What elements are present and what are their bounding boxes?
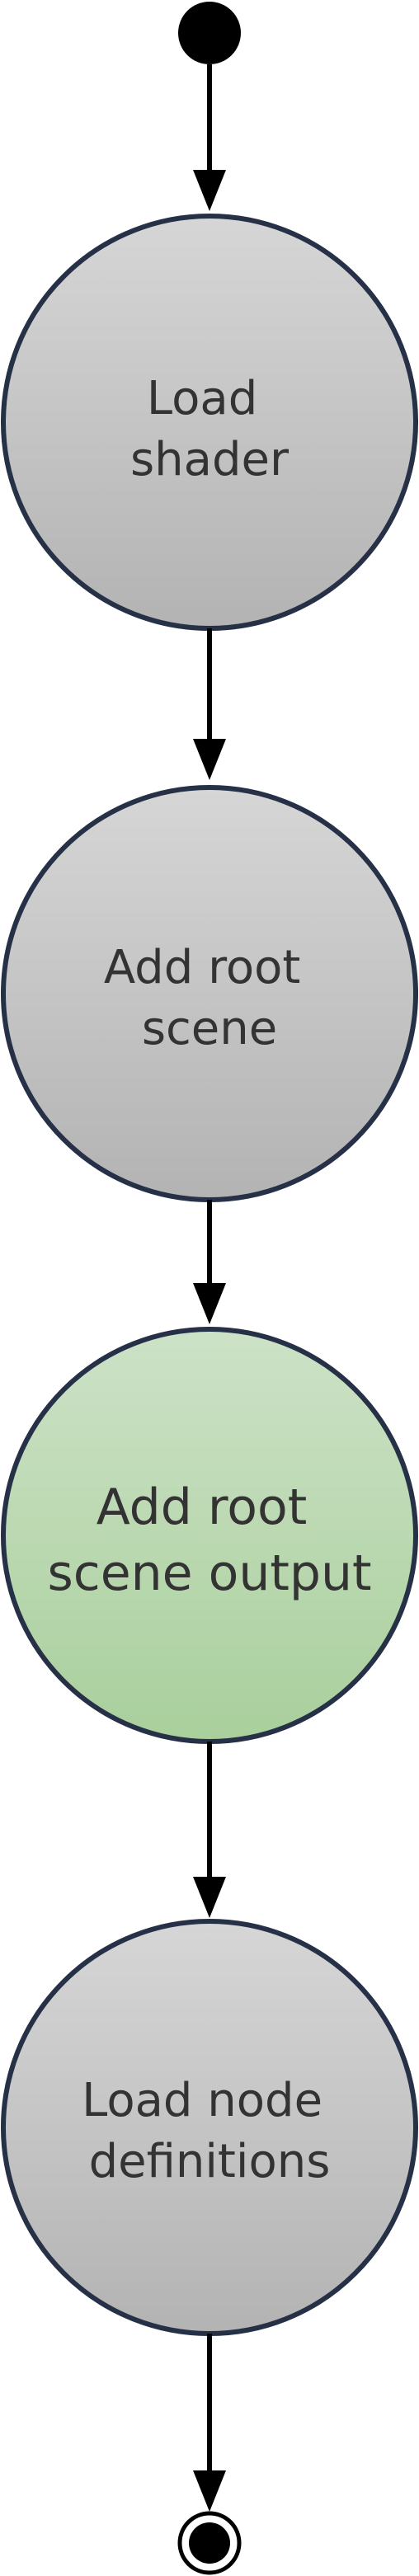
end-node <box>177 2511 242 2575</box>
node-label-line: Load node <box>82 2074 322 2127</box>
arrow-add-root-scene-output-to-load-node-definitions <box>193 1742 226 1918</box>
arrow-start-to-load-shader <box>193 64 226 211</box>
node-label-line: scene output <box>47 1544 371 1602</box>
node-add-root-scene-output: Add root scene output <box>1 1327 418 1744</box>
node-add-root-scene: Add root scene <box>1 785 418 1202</box>
node-label-line: Add root <box>104 941 301 994</box>
node-label-line: Load <box>147 372 257 425</box>
svg-text:Add root scene: Add root scene <box>104 941 315 1055</box>
arrow-load-shader-to-add-root-scene <box>193 628 226 780</box>
node-label-line: definitions <box>89 2135 331 2188</box>
arrow-load-node-definitions-to-end <box>193 2334 226 2512</box>
node-load-node-definitions: Load node definitions <box>1 1919 418 2336</box>
node-label-line: shader <box>130 433 290 487</box>
node-label-line: scene <box>142 1002 277 1055</box>
svg-text:Load node definitions: Load node definitions <box>82 2074 337 2188</box>
start-node <box>178 2 241 64</box>
arrow-add-root-scene-to-add-root-scene-output <box>193 1200 226 1324</box>
node-load-shader: Load shader <box>1 214 418 631</box>
svg-text:Add root scene output: Add root scene output <box>47 1478 371 1602</box>
svg-text:Load shader: Load shader <box>130 372 290 487</box>
node-label-line: Add root <box>97 1478 308 1536</box>
